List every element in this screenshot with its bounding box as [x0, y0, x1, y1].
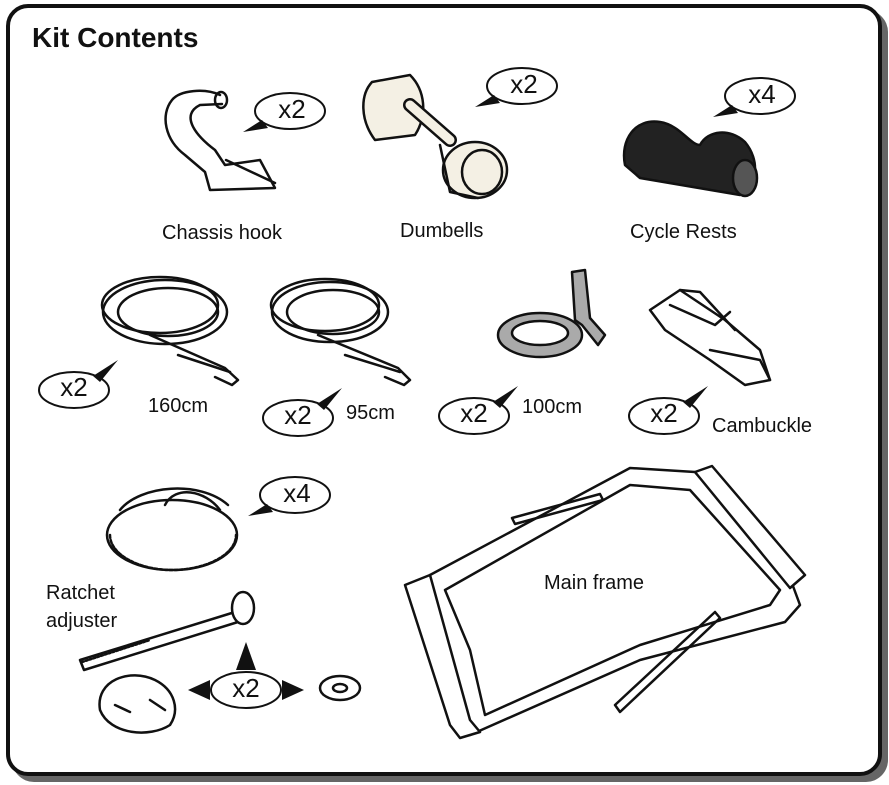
cambuckle-icon	[648, 288, 772, 387]
strap-95cm-icon	[269, 277, 412, 387]
label-95cm: 95cm	[346, 402, 395, 424]
label-ratchet-adjuster: Ratchet adjuster	[46, 582, 118, 632]
qty-callout-95cm: x2	[262, 380, 352, 440]
qty-callout-chassis-hook: x2	[240, 90, 330, 135]
qty-callout-cycle-rests: x4	[710, 75, 800, 120]
bolt-icon	[78, 590, 256, 672]
cycle-rest-icon	[622, 120, 759, 198]
label-chassis-hook: Chassis hook	[162, 222, 283, 244]
knob-icon	[98, 674, 177, 734]
qty-callout-ratchet-adjuster: x4	[245, 474, 335, 519]
dumbbell-icon	[362, 73, 509, 200]
label-100cm: 100cm	[522, 396, 583, 418]
qty-160cm: x2	[60, 372, 88, 402]
label-cycle-rests: Cycle Rests	[630, 221, 737, 243]
qty-callout-160cm: x2	[38, 352, 128, 412]
qty-callout-dumbells: x2	[472, 65, 562, 110]
qty-95cm: x2	[284, 400, 312, 430]
label-dumbells: Dumbells	[400, 220, 484, 242]
ratchet-adjuster-icon	[105, 487, 239, 572]
label-160cm: 160cm	[148, 395, 209, 417]
qty-callout-cambuckle: x2	[628, 378, 718, 438]
washer-icon	[318, 674, 362, 702]
qty-bolt-set: x2	[232, 673, 260, 703]
qty-ratchet-adjuster: x4	[283, 478, 311, 508]
qty-dumbells: x2	[510, 69, 538, 99]
label-main-frame: Main frame	[544, 572, 645, 594]
qty-callout-100cm: x2	[438, 378, 528, 438]
chassis-hook-icon	[164, 89, 277, 192]
qty-cycle-rests: x4	[748, 79, 776, 109]
qty-callout-bolt-set: x2	[188, 640, 304, 720]
qty-chassis-hook: x2	[278, 94, 306, 124]
page-title: Kit Contents	[32, 22, 199, 53]
main-frame-icon	[403, 464, 807, 740]
label-cambuckle: Cambuckle	[712, 415, 813, 437]
strap-100cm-icon	[496, 268, 607, 359]
qty-100cm: x2	[460, 398, 488, 428]
strap-160cm-icon	[100, 275, 240, 387]
qty-cambuckle: x2	[650, 398, 678, 428]
